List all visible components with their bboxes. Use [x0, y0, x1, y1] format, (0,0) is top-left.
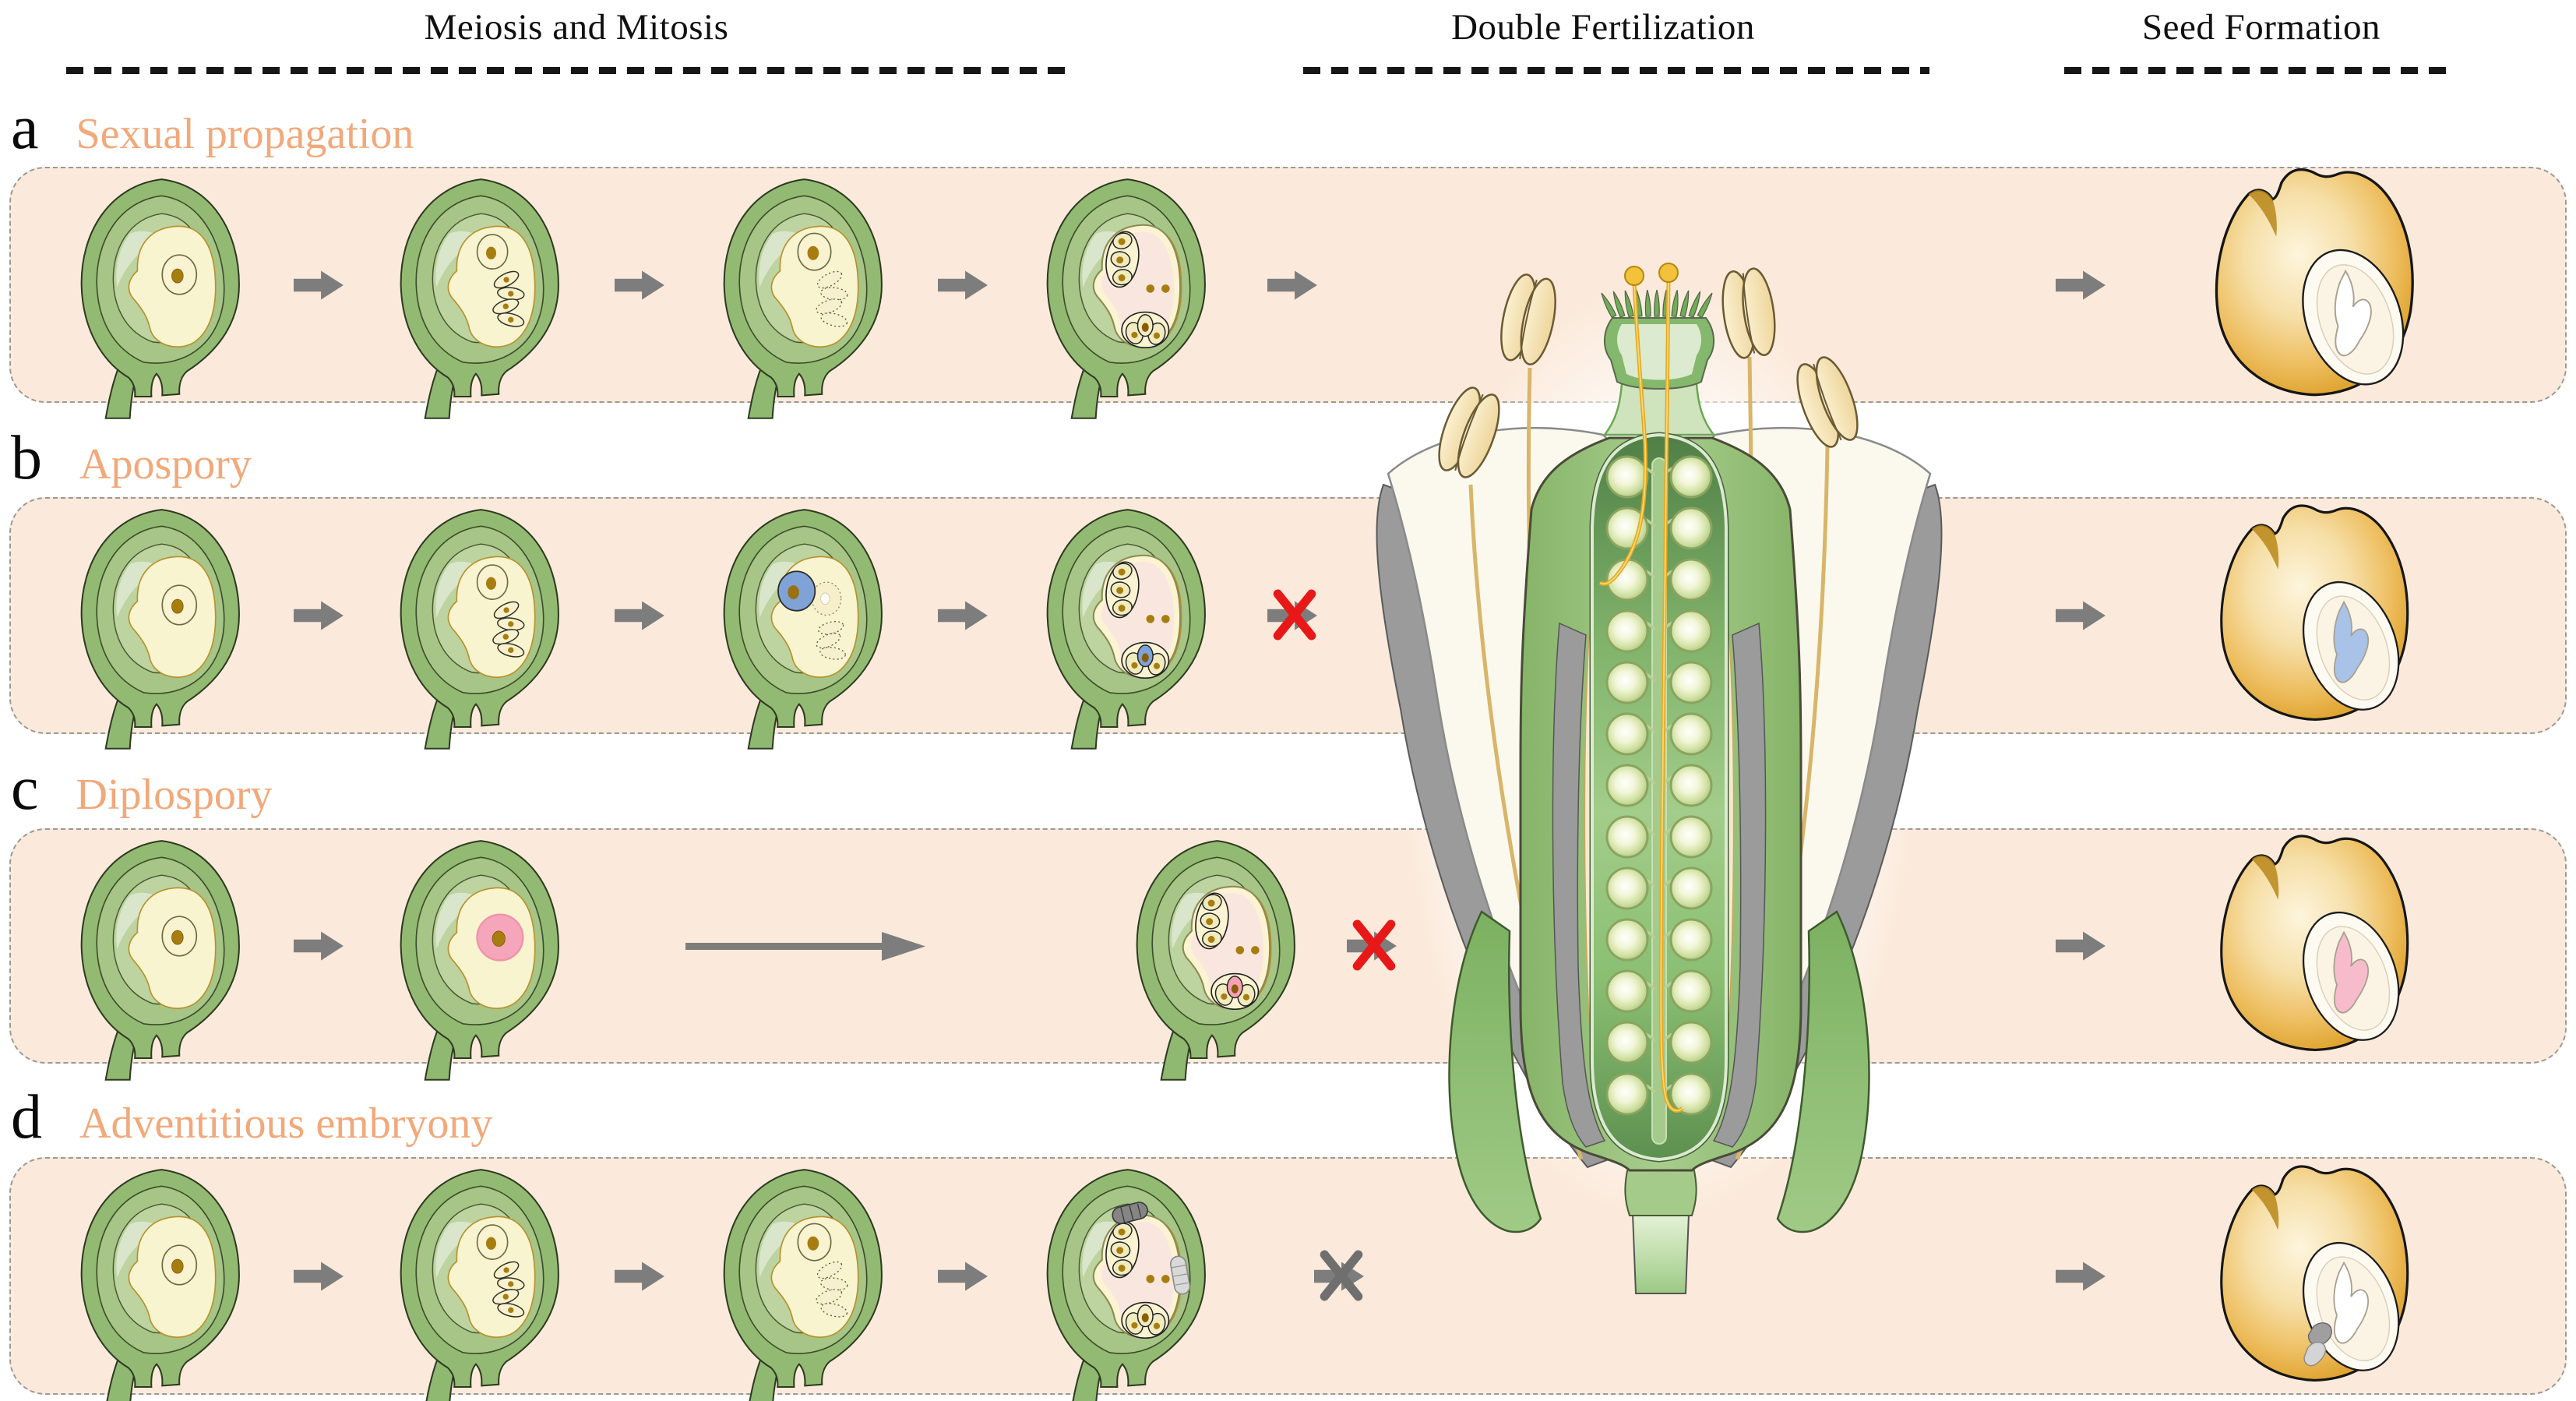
pollen-grain-icon — [1624, 263, 1679, 286]
ovule-tetrad — [374, 1163, 584, 1401]
double-fertilization-dashed-rule — [1303, 67, 1929, 74]
arrow-right-icon — [938, 267, 989, 303]
ovule-mature — [1020, 503, 1231, 751]
arrow-right-icon — [294, 928, 345, 964]
ovule-apospory-initial — [697, 503, 907, 751]
arrow-to-seed-icon — [2056, 1258, 2107, 1294]
row-title: Diplospory — [76, 771, 273, 819]
ovule-mmc — [55, 1163, 265, 1401]
row-letter: b — [11, 424, 42, 492]
row-label-d: d Adventitious embryony — [11, 1086, 492, 1153]
fertilization-blocked-cross-icon — [1272, 589, 1317, 641]
arrow-to-seed-icon — [2056, 598, 2107, 633]
row-letter: a — [11, 94, 39, 162]
row-title: Adventitious embryony — [79, 1099, 493, 1148]
seed-adventitious — [2204, 1158, 2423, 1392]
arrow-to-fertilization-icon — [1267, 267, 1319, 303]
arrow-to-seed-icon — [2056, 928, 2107, 964]
arrow-right-icon — [938, 598, 989, 633]
arrow-right-icon — [615, 1258, 666, 1294]
ovule-selected — [697, 1163, 907, 1401]
seed-formation-dashed-rule — [2064, 67, 2448, 74]
ovule-diplospory — [374, 835, 584, 1082]
receptacle-icon — [1624, 1166, 1697, 1216]
ovule-mmc — [55, 503, 265, 751]
arrow-right-icon — [294, 1258, 345, 1294]
arrow-right-icon — [938, 1258, 989, 1294]
row-label-b: b Apospory — [11, 427, 252, 494]
ovule-mmc — [55, 835, 265, 1082]
ovule-tetrad — [374, 173, 584, 421]
row-label-a: a Sexual propagation — [11, 97, 414, 164]
row-letter: c — [11, 754, 39, 823]
stem-icon — [1631, 1213, 1690, 1294]
flower-double-fertilization-illustration — [1376, 263, 1943, 1294]
row-title: Apospory — [79, 440, 252, 489]
arrow-right-icon — [615, 267, 666, 303]
column-header-double-fertilization: Double Fertilization — [1451, 7, 1755, 48]
arrow-right-icon — [294, 598, 345, 633]
ovule-mature-adventitious — [1020, 1163, 1231, 1401]
seed — [2204, 828, 2423, 1061]
ovule-tetrad — [374, 503, 584, 751]
stigma-fringe-icon — [1601, 289, 1713, 319]
row-title: Sexual propagation — [76, 110, 414, 158]
meiosis-mitosis-dashed-rule — [66, 67, 1067, 74]
ovule-mature — [1020, 173, 1231, 421]
arrow-to-seed-icon — [2056, 267, 2107, 303]
ovule-selected — [697, 173, 907, 421]
ovule-mature — [1110, 835, 1320, 1082]
long-arrow-right-icon — [685, 930, 927, 962]
seed — [2198, 161, 2429, 407]
ovule-mmc — [55, 173, 265, 421]
arrow-right-icon — [294, 267, 345, 303]
column-header-seed-formation: Seed Formation — [2142, 7, 2380, 48]
seed — [2204, 497, 2423, 731]
row-label-c: c Diplospory — [11, 757, 273, 824]
column-header-meiosis-mitosis: Meiosis and Mitosis — [424, 7, 729, 48]
row-letter: d — [11, 1083, 42, 1152]
arrow-right-icon — [615, 598, 666, 633]
style-icon — [1602, 382, 1716, 436]
